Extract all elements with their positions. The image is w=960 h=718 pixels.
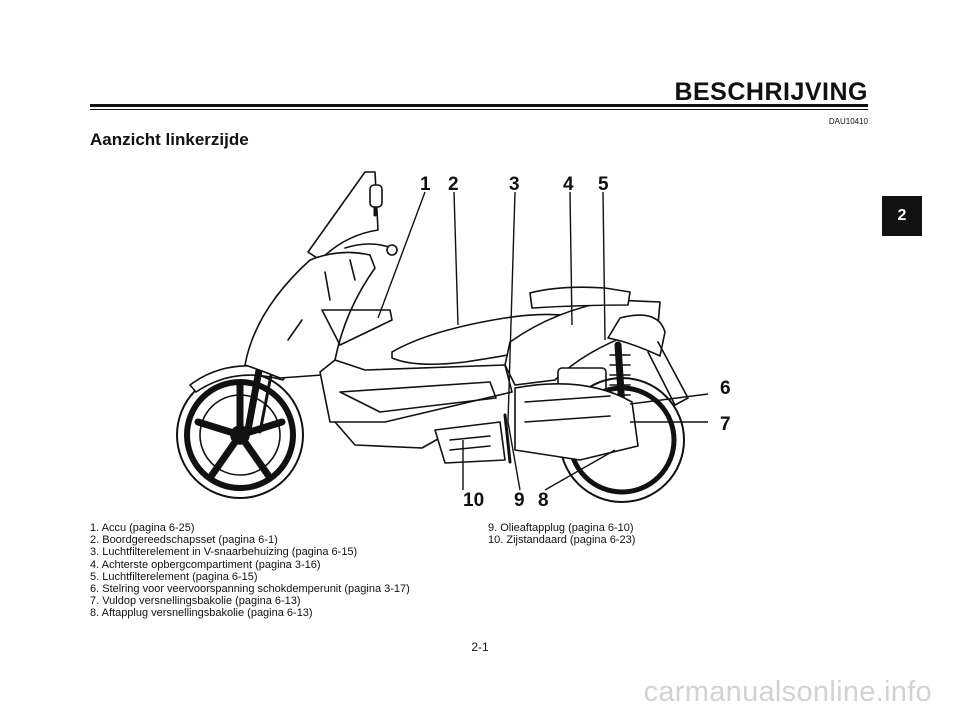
- legend-item: 1. Accu (pagina 6-25): [90, 522, 195, 534]
- chapter-tab[interactable]: 2: [882, 196, 922, 236]
- callout-9: 9: [514, 490, 525, 511]
- callout-7: 7: [720, 414, 731, 435]
- legend-right: 9. Olieaftapplug (pagina 6-10) 10. Zijst…: [488, 522, 635, 546]
- legend-item: 10. Zijstandaard (pagina 6-23): [488, 534, 636, 547]
- legend-item: 8. Aftapplug versnellingsbakolie (pagina…: [90, 607, 313, 620]
- legend-item: 5. Luchtfilterelement (pagina 6-15): [90, 570, 258, 583]
- legend-item: 9. Olieaftapplug (pagina 6-10): [488, 522, 634, 534]
- legend-item: 2. Boordgereedschapsset (pagina 6-1): [90, 534, 278, 547]
- callout-10: 10: [463, 490, 484, 511]
- header-rule-thin: [90, 109, 868, 110]
- scooter-diagram: 1 2 3 4 5 6 7 8 9 10: [176, 171, 731, 511]
- legend-left: 1. Accu (pagina 6-25) 2. Boordgereedscha…: [90, 522, 410, 620]
- callout-4: 4: [563, 174, 574, 195]
- callout-8: 8: [538, 490, 549, 511]
- watermark: carmanualsonline.info: [643, 676, 932, 708]
- page-number: 2-1: [471, 640, 489, 654]
- callout-1: 1: [420, 174, 431, 195]
- callout-6: 6: [720, 378, 731, 399]
- legend-item: 4. Achterste opbergcompartiment (pagina …: [90, 558, 321, 571]
- page-subtitle: Aanzicht linkerzijde: [90, 130, 249, 149]
- legend-item: 3. Luchtfilterelement in V-snaarbehuizin…: [90, 546, 358, 559]
- document-code: DAU10410: [828, 117, 868, 126]
- section-title: BESCHRIJVING: [674, 78, 868, 106]
- legend-item: 7. Vuldop versnellingsbakolie (pagina 6-…: [90, 595, 301, 608]
- legend-item: 6. Stelring voor veervoorspanning schokd…: [90, 583, 410, 596]
- callout-2: 2: [448, 174, 459, 195]
- header-rule-thick: [90, 104, 868, 107]
- callout-3: 3: [509, 174, 520, 195]
- callout-5: 5: [598, 174, 609, 195]
